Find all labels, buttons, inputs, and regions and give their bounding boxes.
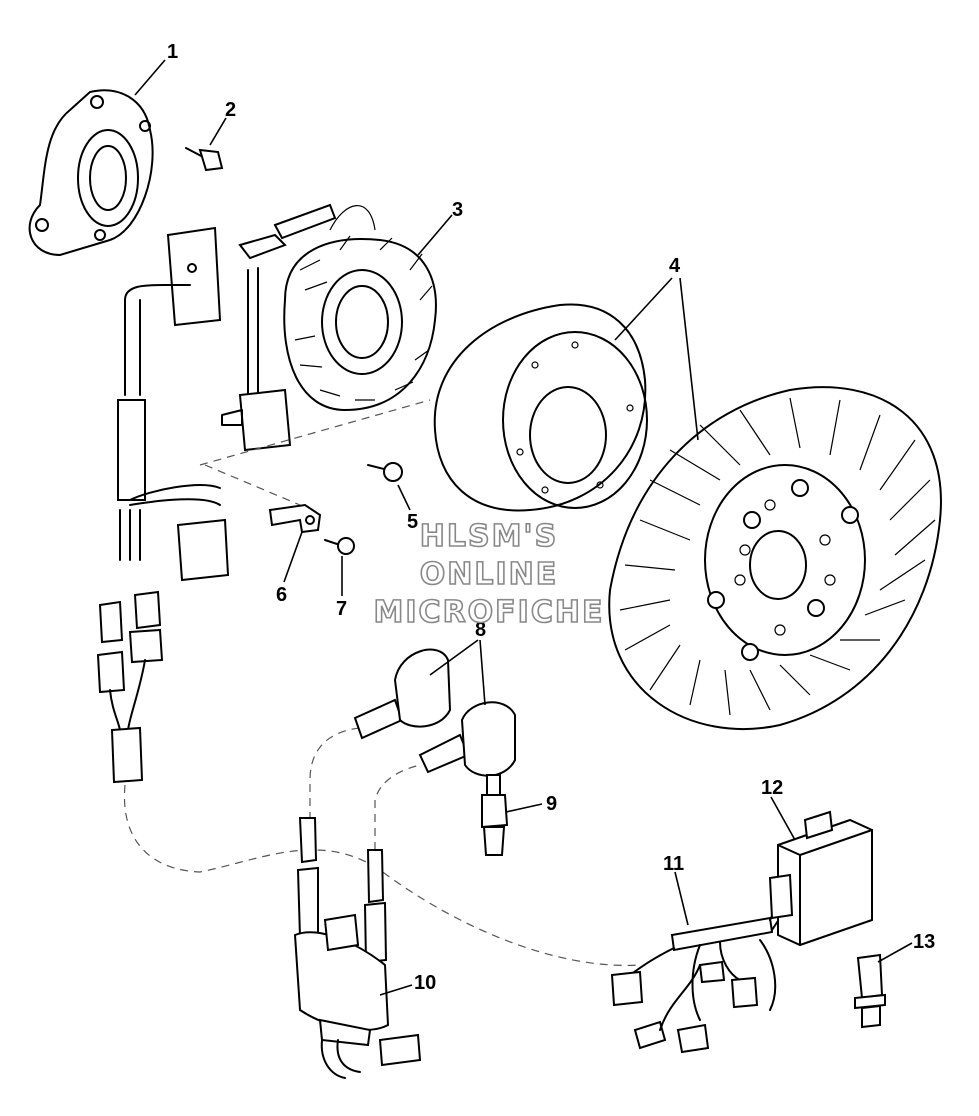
callout-9: 9 xyxy=(546,793,557,815)
part-4-flywheel xyxy=(608,386,942,730)
watermark-line-1: HLSM'S xyxy=(420,519,558,554)
part-13-pin xyxy=(854,953,886,1029)
callout-10: 10 xyxy=(414,972,436,994)
watermark-line-2: ONLINE xyxy=(420,557,559,592)
part-9-spark-plug xyxy=(481,774,509,856)
part-12-cdi-box xyxy=(768,810,873,947)
part-2-screw xyxy=(185,147,224,172)
part-7-screw xyxy=(324,537,355,555)
part-4-rotor xyxy=(433,303,648,512)
watermark: HLSM'S ONLINE MICROFICHE xyxy=(373,518,605,631)
part-11-wire-harness xyxy=(610,899,786,1054)
callout-5: 5 xyxy=(407,511,418,533)
callout-3: 3 xyxy=(452,199,463,221)
leader-lines xyxy=(134,59,913,996)
callout-8: 8 xyxy=(475,619,486,641)
callout-labels: 1 2 3 4 5 6 7 8 9 10 11 12 13 xyxy=(167,41,935,994)
callout-6: 6 xyxy=(276,584,287,606)
callout-2: 2 xyxy=(225,99,236,121)
callout-11: 11 xyxy=(663,853,684,875)
stator-harness xyxy=(117,203,337,501)
callout-12: 12 xyxy=(761,777,783,799)
harness-connectors xyxy=(96,484,230,784)
callout-1: 1 xyxy=(167,41,178,63)
callout-13: 13 xyxy=(913,931,935,953)
part-10-ignition-coil xyxy=(293,817,422,1079)
part-3-stator xyxy=(283,205,437,412)
part-6-clamp xyxy=(268,503,322,534)
part-8-spark-plug-caps xyxy=(353,648,516,777)
callout-7: 7 xyxy=(336,598,347,620)
assembly-lines xyxy=(123,399,641,967)
watermark-line-3: MICROFICHE xyxy=(374,595,605,630)
part-1-stator-plate xyxy=(28,89,154,257)
callout-4: 4 xyxy=(669,255,681,277)
part-5-screw xyxy=(367,462,403,482)
